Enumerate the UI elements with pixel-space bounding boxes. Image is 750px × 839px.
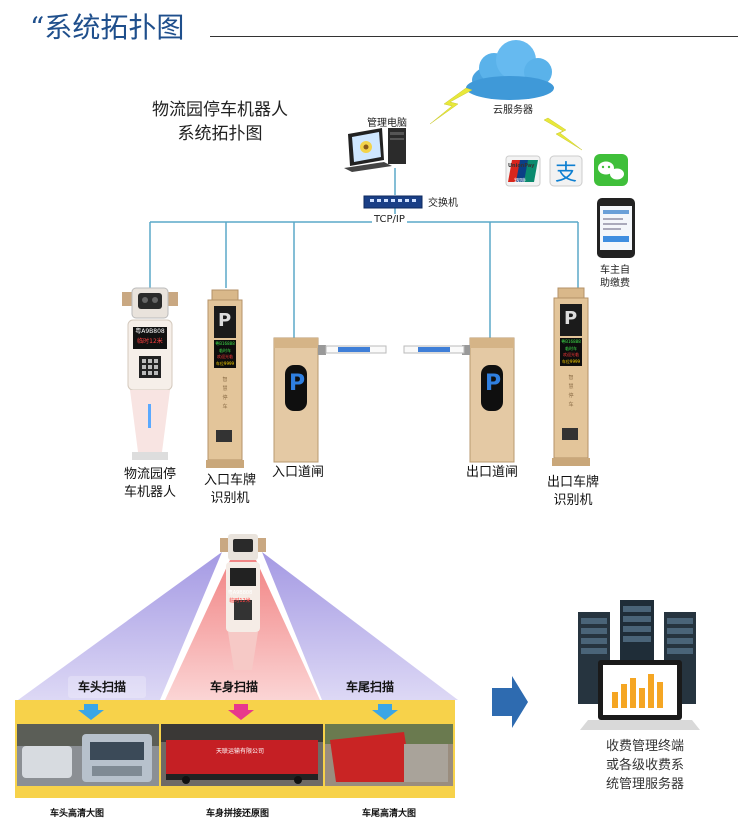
- pillar-char: 慧: [568, 384, 574, 390]
- head-photo: [17, 724, 159, 786]
- pillar-char: 停: [222, 395, 228, 401]
- lightning-bolt-icon: [429, 87, 473, 125]
- lightning-bolt-icon: [543, 117, 583, 151]
- unionpay-cn-label: 银联: [514, 178, 527, 185]
- truck-banner-text: 天联运输有限公司: [216, 748, 265, 755]
- entry-lpr-label-line2: 识别机: [210, 491, 250, 506]
- head-scan-label: 车头扫描: [78, 680, 127, 694]
- body-photo: [161, 724, 323, 786]
- entry-lpr-screen-line3: 欢迎光临: [217, 354, 233, 359]
- head-scan-beam: [18, 552, 222, 700]
- tail-photo: [325, 724, 453, 786]
- entry-lpr-parking-glyph: P: [218, 310, 232, 331]
- tail-scan-beam: [262, 552, 458, 700]
- pillar-char: 智: [222, 377, 228, 383]
- tail-photo-caption: 车尾高清大图: [362, 809, 417, 819]
- pillar-char: 车: [568, 402, 574, 408]
- exit-lpr-camera-device: [552, 287, 590, 466]
- system-title-line1: 物流园停车机器人: [152, 100, 288, 120]
- scanning-robot-screen-info: 临时12米: [229, 598, 251, 604]
- robot-label: 物流园停 车机器人: [110, 466, 190, 502]
- unionpay-label: UnionPay: [508, 163, 535, 169]
- exit-lpr-screen-line1: 粤B16888: [561, 339, 581, 344]
- network-switch-icon: [363, 195, 423, 209]
- exit-lpr-screen-line4: 车位9999: [561, 358, 581, 364]
- scanning-robot-device: [220, 534, 266, 670]
- robot-screen: 粤A9B808 临时12米: [134, 327, 166, 347]
- pillar-char: 智: [568, 375, 574, 381]
- scanning-robot-screen-plate: 粤A9B808: [227, 590, 253, 596]
- header-rule: [210, 36, 738, 37]
- server-rack-icon: [578, 600, 696, 704]
- exit-lpr-screen: 粤B16888 临时车 欢迎光临 车位9999: [560, 339, 582, 365]
- entry-lpr-screen-line2: 临时车: [219, 347, 231, 353]
- exit-lpr-label: 出口车牌 识别机: [533, 474, 613, 510]
- unionpay-icon: [505, 155, 541, 187]
- exit-lpr-label-line2: 识别机: [553, 493, 593, 508]
- terminal-label: 收费管理终端 或各级收费系 统管理服务器: [590, 737, 700, 794]
- wechat-icon: [594, 154, 628, 186]
- exit-gate-parking-glyph: P: [485, 371, 502, 396]
- alipay-glyph: 支: [555, 161, 578, 186]
- entry-lpr-label-line1: 入口车牌: [203, 473, 256, 488]
- exit-lpr-pillar-text: 智 慧 停 车: [566, 374, 576, 410]
- mobile-phone-icon: [597, 198, 635, 258]
- robot-label-line1: 物流园停: [123, 467, 176, 482]
- body-photo-caption: 车身拼接还原图: [206, 809, 270, 819]
- entry-lpr-screen-line1: 粤B16888: [215, 341, 235, 346]
- exit-barrier-gate-device: [403, 337, 515, 463]
- tcp-ip-label: TCP/IP: [372, 214, 407, 225]
- entry-lpr-screen-line4: 车位9999: [215, 360, 235, 366]
- mobile-payment-label-line2: 助缴费: [600, 278, 630, 289]
- terminal-label-line1: 收费管理终端: [605, 739, 684, 754]
- entry-barrier-gate-device: [273, 337, 387, 463]
- entry-lpr-camera-device: [206, 289, 244, 468]
- exit-lpr-parking-glyph: P: [564, 308, 578, 329]
- scan-diagram: [15, 534, 700, 798]
- pillar-char: 车: [222, 404, 228, 410]
- entry-gate-label: 入口道闸: [271, 465, 324, 480]
- pillar-char: 慧: [222, 386, 228, 392]
- scanning-robot-screen: 粤A9B808 临时12米: [226, 589, 254, 605]
- terminal-label-line3: 统管理服务器: [605, 777, 684, 792]
- parking-robot-device: [122, 287, 178, 460]
- laptop-icon: [580, 660, 700, 730]
- management-pc-label: 管理电脑: [367, 118, 407, 129]
- pillar-char: 停: [568, 393, 574, 399]
- down-arrow-icon: [228, 704, 254, 720]
- exit-lpr-screen-line2: 临时车: [565, 345, 577, 351]
- cloud-icon: [466, 40, 554, 100]
- robot-screen-plate: 粤A9B808: [135, 328, 165, 335]
- entry-lpr-pillar-text: 智 慧 停 车: [220, 376, 230, 412]
- entry-lpr-screen: 粤B16888 临时车 欢迎光临 车位9999: [214, 341, 236, 367]
- entry-gate-parking-glyph: P: [289, 371, 306, 396]
- exit-lpr-label-line1: 出口车牌: [546, 475, 599, 490]
- network-diagram: [122, 40, 635, 468]
- down-arrow-icon: [78, 704, 104, 720]
- alipay-icon: [549, 155, 583, 187]
- flow-arrow-icon: [492, 676, 528, 728]
- exit-gate-label: 出口道闸: [465, 465, 518, 480]
- cloud-server-label: 云服务器: [493, 105, 533, 116]
- entry-lpr-label: 入口车牌 识别机: [190, 472, 270, 508]
- computer-icon: [344, 128, 406, 172]
- head-photo-caption: 车头高清大图: [50, 809, 105, 819]
- robot-screen-info: 临时12米: [137, 338, 163, 345]
- tail-scan-label: 车尾扫描: [346, 680, 395, 694]
- down-arrow-icon: [372, 704, 398, 720]
- mobile-payment-label: 车主自 助缴费: [600, 264, 630, 290]
- mobile-payment-label-line1: 车主自: [600, 265, 630, 276]
- switch-label: 交换机: [428, 198, 458, 209]
- system-title-line2: 系统拓扑图: [177, 124, 263, 144]
- robot-label-line2: 车机器人: [123, 485, 176, 500]
- exit-lpr-screen-line3: 欢迎光临: [563, 352, 579, 357]
- terminal-label-line2: 或各级收费系: [605, 758, 684, 773]
- page-header-title: “系统拓扑图: [30, 11, 185, 44]
- body-scan-label: 车身扫描: [210, 680, 259, 694]
- system-title: 物流园停车机器人 系统拓扑图: [110, 98, 330, 146]
